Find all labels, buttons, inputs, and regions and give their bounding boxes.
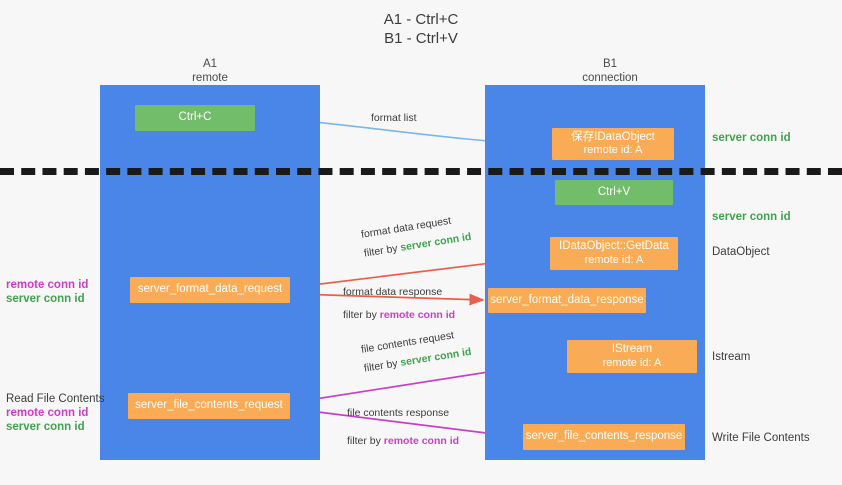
edge-label-filter-remote-conn-id: remote conn id: [379, 309, 456, 321]
node-server-format-data-request-label: server_format_data_request: [137, 283, 283, 296]
annotation-write-file-contents: Write File Contents: [712, 432, 810, 444]
annotation-conn-id-block-2: Read File Contents remote conn id server…: [6, 392, 118, 434]
edge-format-data-response: [295, 293, 485, 306]
edge-label-filter-prefix: filter by: [347, 435, 384, 447]
node-istream-line2: remote id: A: [602, 356, 662, 369]
edge-label-format-list: format list: [371, 112, 417, 124]
node-ctrl-v-label: Ctrl+V: [597, 185, 631, 198]
node-save-idataobject[interactable]: 保存IDataObject remote id: A: [552, 128, 674, 160]
node-server-file-contents-request[interactable]: server_file_contents_request: [128, 393, 290, 419]
column-header-b1: B1 connection: [582, 58, 638, 84]
annotation-remote-conn-id: remote conn id: [6, 407, 89, 419]
column-header-a1: A1 remote: [192, 58, 228, 84]
edge-label-file-contents-response-text: file contents response: [347, 407, 450, 419]
node-ctrl-v[interactable]: Ctrl+V: [555, 180, 673, 205]
annotation-dataobject: DataObject: [712, 246, 770, 258]
edge-file-contents-response: [293, 408, 520, 442]
node-server-format-data-response[interactable]: server_format_data_response: [488, 288, 646, 313]
annotation-istream: Istream: [712, 351, 751, 363]
node-server-format-data-request[interactable]: server_format_data_request: [130, 277, 290, 303]
node-server-format-data-response-label: server_format_data_response: [490, 293, 644, 306]
node-server-file-contents-request-label: server_file_contents_request: [135, 399, 283, 412]
node-idataobject-getdata-line2: remote id: A: [584, 253, 644, 266]
edge-label-format-data-response-text: format data response: [343, 286, 443, 298]
node-idataobject-getdata-line1: IDataObject::GetData: [559, 240, 669, 252]
annotation-server-conn-id-top: server conn id: [712, 132, 791, 144]
node-istream-line1: IStream: [611, 343, 653, 355]
annotation-conn-id-block-1: remote conn id server conn id: [6, 278, 98, 306]
edge-label-filter-remote-conn-id: remote conn id: [383, 435, 460, 447]
node-server-file-contents-response-label: server_file_contents_response: [525, 430, 683, 443]
annotation-server-conn-id: server conn id: [6, 421, 85, 433]
annotation-remote-conn-id: remote conn id: [6, 279, 89, 291]
node-ctrl-c-label: Ctrl+C: [178, 111, 212, 124]
page-title: A1 - Ctrl+C B1 - Ctrl+V: [383, 11, 459, 47]
node-istream[interactable]: IStream remote id: A: [567, 340, 697, 373]
node-save-idataobject-line2: remote id: A: [583, 144, 643, 156]
node-save-idataobject-line1: 保存IDataObject: [571, 130, 655, 143]
edge-label-format-data-response: format data response filter by remote co…: [343, 285, 455, 322]
node-ctrl-c[interactable]: Ctrl+C: [135, 105, 255, 131]
annotation-server-conn-id-mid: server conn id: [712, 211, 791, 223]
edge-label-filter-prefix: filter by: [343, 309, 380, 321]
edge-label-file-contents-response: file contents response filter by remote …: [347, 406, 459, 448]
node-server-file-contents-response[interactable]: server_file_contents_response: [523, 424, 685, 450]
annotation-server-conn-id: server conn id: [6, 293, 85, 305]
dashed-separator: [0, 168, 842, 175]
annotation-read-file-contents: Read File Contents: [6, 393, 105, 405]
node-idataobject-getdata[interactable]: IDataObject::GetData remote id: A: [550, 237, 678, 270]
